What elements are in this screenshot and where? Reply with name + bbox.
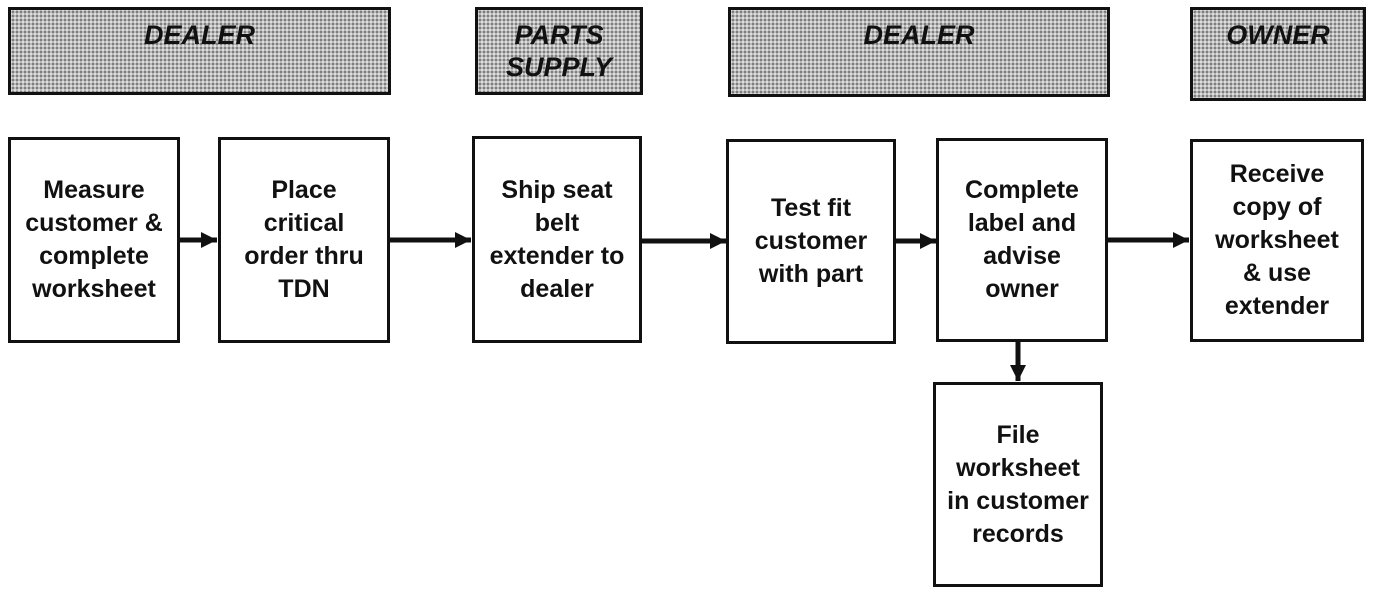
step-receive-copy: Receive copy of worksheet & use extender <box>1190 139 1364 342</box>
header-owner: OWNER <box>1190 7 1366 101</box>
header-parts-supply-label-line1: PARTS <box>514 20 604 50</box>
header-parts-supply-label-line2: SUPPLY <box>505 52 613 82</box>
header-dealer-left-label: DEALER <box>143 20 255 50</box>
step-ship-seat-belt-extender: Ship seat belt extender to dealer <box>472 136 642 343</box>
header-dealer-right: DEALER <box>728 7 1110 97</box>
step-test-fit-customer: Test fit customer with part <box>726 139 896 344</box>
step-ship-seat-belt-extender-label: Ship seat belt extender to dealer <box>489 175 625 303</box>
step-measure-customer-label: Measure customer & complete worksheet <box>25 176 163 303</box>
step-complete-label: Complete label and advise owner <box>936 138 1108 342</box>
header-dealer-left: DEALER <box>8 7 391 95</box>
step-test-fit-customer-label: Test fit customer with part <box>754 194 868 288</box>
step-place-critical-order: Place critical order thru TDN <box>218 137 390 343</box>
header-parts-supply: PARTS SUPPLY <box>475 7 643 95</box>
step-receive-copy-label: Receive copy of worksheet & use extender <box>1215 160 1339 320</box>
header-dealer-right-label: DEALER <box>863 20 975 50</box>
step-place-critical-order-label: Place critical order thru TDN <box>244 176 364 303</box>
step-file-worksheet-label: File worksheet in customer records <box>947 420 1089 548</box>
step-complete-label-label: Complete label and advise owner <box>965 176 1079 303</box>
step-file-worksheet: File worksheet in customer records <box>933 382 1103 587</box>
header-owner-label: OWNER <box>1226 20 1330 50</box>
step-measure-customer: Measure customer & complete worksheet <box>8 137 180 343</box>
